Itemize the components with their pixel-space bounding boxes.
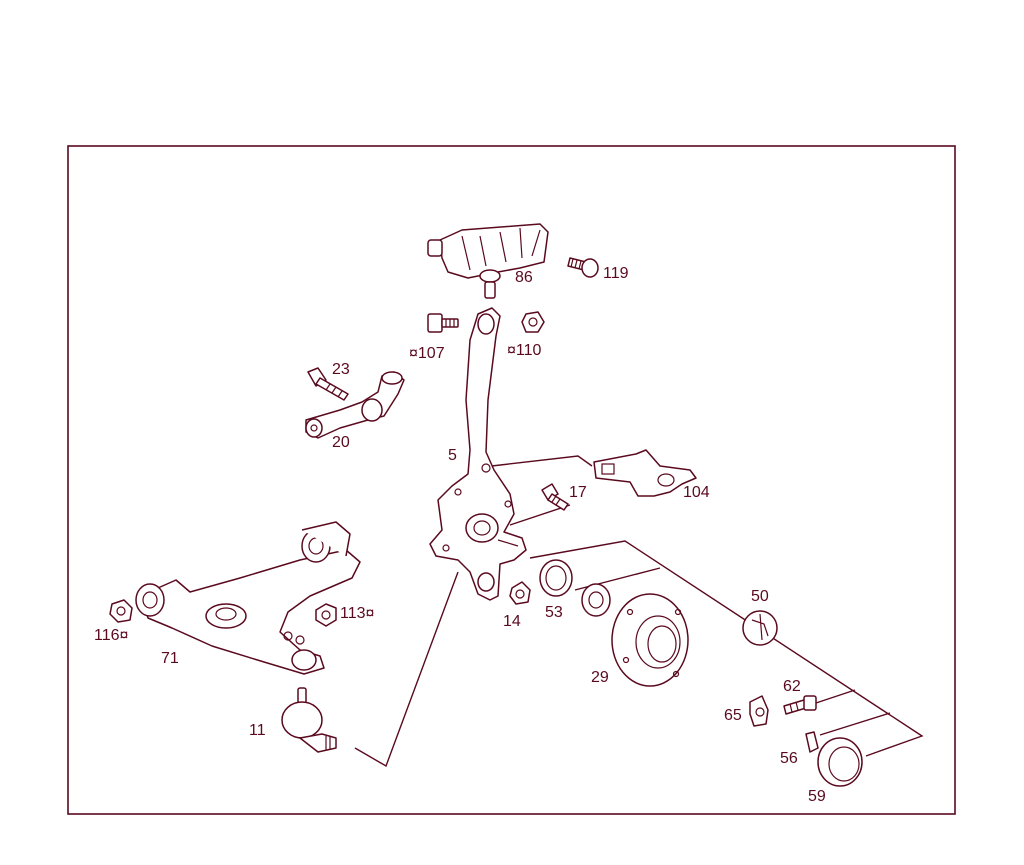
part-113-nut [315, 603, 337, 627]
part-29-wheel-hub [581, 583, 689, 687]
part-53-seal-ring [539, 559, 573, 597]
label-17: 17 [569, 484, 587, 501]
label-14: 14 [503, 613, 521, 630]
label-110: ¤110 [507, 342, 542, 359]
part-65-clip [749, 695, 769, 727]
label-59: 59 [808, 788, 826, 805]
part-20-steering-arm [305, 371, 405, 439]
label-23: 23 [332, 361, 350, 378]
part-11-ball-joint [281, 687, 337, 753]
part-62-screw [783, 695, 817, 715]
label-56: 56 [780, 750, 798, 767]
part-119-bolt [567, 257, 599, 278]
label-65: 65 [724, 707, 742, 724]
part-59-dust-cap [817, 737, 863, 787]
part-23-bolt [307, 367, 349, 401]
label-107: ¤107 [409, 345, 445, 362]
diagram-frame [67, 145, 956, 815]
label-86: 86 [515, 269, 533, 286]
label-11: 11 [249, 722, 266, 739]
part-116-nut [109, 599, 133, 623]
label-113: 113¤ [340, 605, 375, 622]
label-71: 71 [161, 650, 179, 667]
part-14-nut [509, 581, 531, 605]
label-116: 116¤ [94, 627, 129, 644]
label-50: 50 [751, 588, 769, 605]
label-119: 119 [603, 265, 629, 282]
part-5-steering-knuckle [429, 307, 527, 601]
part-107-bolt [427, 313, 459, 333]
part-17-bolt [541, 483, 569, 511]
part-56-pin [805, 731, 819, 753]
part-110-nut [521, 311, 545, 333]
label-20: 20 [332, 434, 350, 451]
part-labels: 86 119 ¤107 ¤110 23 20 5 17 104 116¤ 71 … [94, 265, 826, 805]
label-62: 62 [783, 678, 801, 695]
part-104-bracket [593, 449, 697, 497]
label-104: 104 [683, 484, 710, 501]
label-29: 29 [591, 669, 609, 686]
part-71-control-arm [135, 521, 361, 675]
part-86-upper-mount [427, 223, 549, 299]
label-53: 53 [545, 604, 563, 621]
part-50-clamp-nut [742, 610, 778, 646]
label-5: 5 [448, 447, 457, 464]
